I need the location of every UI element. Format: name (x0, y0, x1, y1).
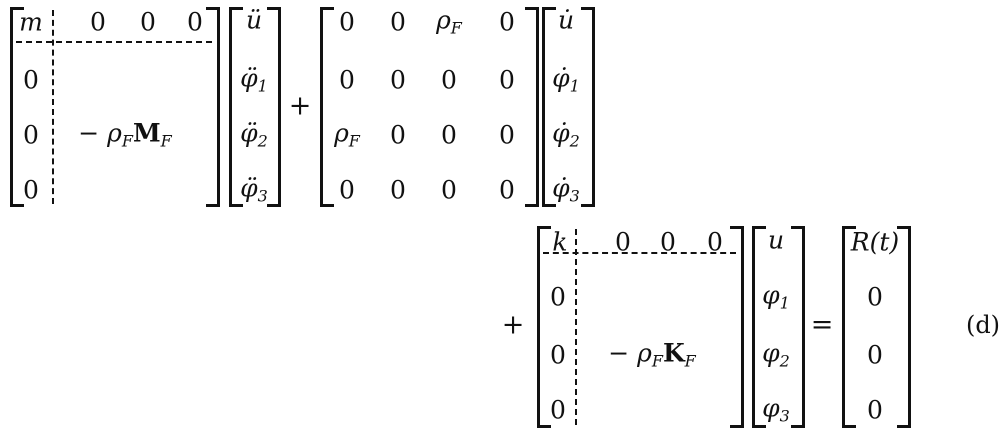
damp-matrix-entry: 0 (390, 120, 406, 150)
stiff-entry-k: k (552, 227, 568, 257)
disp-vector-entry: φ1 (762, 280, 790, 313)
stiff-matrix-partition-v (575, 229, 577, 425)
damp-matrix-entry: 0 (339, 7, 355, 37)
stiff-matrix-partition-h (543, 252, 736, 254)
mass-col0-entry: 0 (23, 65, 39, 95)
vel-vector-left-bracket (542, 7, 556, 207)
damp-matrix-entry: 0 (441, 65, 457, 95)
damp-matrix-entry: 0 (499, 65, 515, 95)
rhs-vector-entry: 0 (867, 282, 883, 312)
vel-vector-entry: u̇ (557, 5, 575, 35)
mass-matrix-left-bracket (10, 7, 24, 207)
damp-matrix-entry: 0 (390, 7, 406, 37)
mass-col0-entry: 0 (23, 120, 39, 150)
equals-sign: = (810, 309, 834, 341)
acc-vector-entry: φ̈1 (240, 63, 268, 96)
mass-row0-entry: 0 (140, 7, 156, 37)
plus-sign: + (501, 309, 525, 341)
rhs-vector-left-bracket (842, 226, 856, 428)
stiff-matrix-left-bracket (537, 226, 551, 428)
vel-vector-right-bracket (581, 7, 595, 207)
disp-vector-right-bracket (791, 226, 805, 428)
stiff-block-matrix-sub: F (684, 351, 696, 371)
damp-matrix-entry: 0 (339, 65, 355, 95)
damp-matrix-entry: 0 (339, 175, 355, 205)
rhs-vector-right-bracket (897, 226, 911, 428)
mass-col0-entry: 0 (23, 175, 39, 205)
stiff-block-sign: − (608, 338, 630, 368)
stiff-matrix-right-bracket (730, 226, 744, 428)
rhs-vector-entry: 0 (867, 395, 883, 425)
stiff-row0-entry: 0 (707, 227, 723, 257)
rhs-vector-entry: R(t) (850, 227, 900, 257)
damp-matrix-entry: ρF (334, 118, 360, 151)
acc-vector-entry: φ̈3 (240, 173, 268, 206)
damp-matrix-entry: 0 (441, 120, 457, 150)
mass-matrix-right-bracket (206, 7, 220, 207)
stiff-block-rho-sub: F (651, 351, 663, 371)
vel-vector-entry: φ̇3 (552, 173, 580, 206)
disp-vector-left-bracket (752, 226, 766, 428)
damp-matrix-left-bracket (320, 7, 334, 207)
damp-matrix-entry: 0 (499, 175, 515, 205)
stiff-block-rho: ρ (637, 338, 652, 368)
mass-block-rho: ρ (107, 118, 122, 148)
mass-block-sign: − (78, 118, 100, 148)
mass-block-rho-sub: F (121, 131, 133, 151)
stiff-col0-entry: 0 (550, 395, 566, 425)
mass-matrix-partition-v (52, 10, 54, 204)
damp-matrix-entry: ρF (436, 5, 462, 38)
plus-sign: + (288, 90, 312, 122)
mass-entry-m: m (19, 7, 43, 37)
acc-vector-left-bracket (229, 7, 243, 207)
acc-vector-entry: φ̈2 (240, 118, 268, 151)
stiff-col0-entry: 0 (550, 282, 566, 312)
vel-vector-entry: φ̇1 (552, 63, 580, 96)
mass-block-matrix-sub: F (160, 131, 172, 151)
equation-label: (d) (965, 311, 1001, 339)
acc-vector-right-bracket (267, 7, 281, 207)
stiff-col0-entry: 0 (550, 340, 566, 370)
damp-matrix-entry: 0 (390, 65, 406, 95)
mass-row0-entry: 0 (187, 7, 203, 37)
damp-matrix-entry: 0 (441, 175, 457, 205)
vel-vector-entry: φ̇2 (552, 118, 580, 151)
mass-block-entry: − ρFMF (78, 121, 172, 150)
disp-vector-entry: u (767, 225, 785, 255)
damp-matrix-entry: 0 (499, 120, 515, 150)
stiff-row0-entry: 0 (615, 227, 631, 257)
mass-row0-entry: 0 (90, 7, 106, 37)
damp-matrix-entry: 0 (390, 175, 406, 205)
disp-vector-entry: φ3 (762, 393, 790, 426)
damp-matrix-entry: 0 (499, 7, 515, 37)
mass-block-matrix: M (132, 118, 161, 148)
mass-matrix-partition-h (16, 41, 212, 43)
stiff-block-matrix: K (662, 338, 685, 368)
stiff-row0-entry: 0 (660, 227, 676, 257)
rhs-vector-entry: 0 (867, 340, 883, 370)
stiff-block-entry: − ρFKF (608, 341, 696, 370)
disp-vector-entry: φ2 (762, 338, 790, 371)
damp-matrix-right-bracket (525, 7, 539, 207)
acc-vector-entry: ü (245, 5, 263, 35)
